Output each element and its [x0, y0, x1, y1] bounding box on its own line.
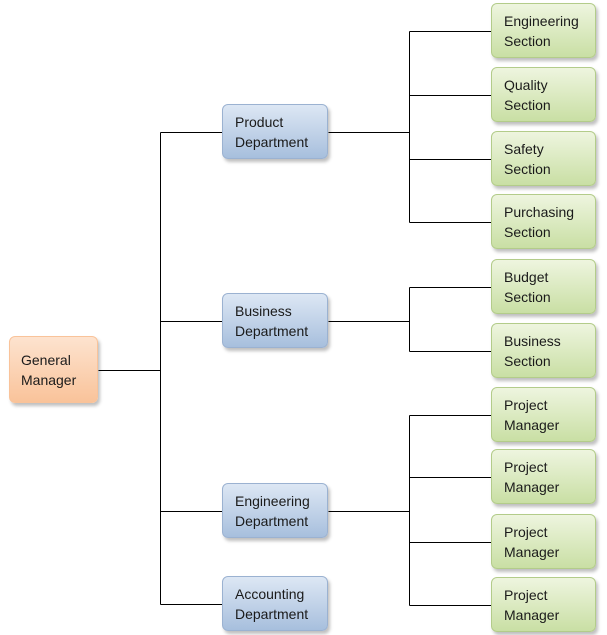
- node-budget-section[interactable]: BudgetSection: [491, 259, 596, 314]
- node-label: EngineeringSection: [504, 12, 579, 49]
- node-label: EngineeringDepartment: [235, 492, 310, 529]
- node-project-manager-2[interactable]: ProjectManager: [491, 449, 596, 504]
- node-label: ProjectManager: [504, 396, 560, 433]
- node-accounting-department[interactable]: AccountingDepartment: [222, 576, 328, 631]
- node-project-manager-4[interactable]: ProjectManager: [491, 577, 596, 632]
- node-label: BusinessDepartment: [235, 302, 309, 339]
- node-label: PurchasingSection: [504, 203, 575, 240]
- node-label: ProjectManager: [504, 523, 560, 560]
- node-label: QualitySection: [504, 76, 551, 113]
- node-quality-section[interactable]: QualitySection: [491, 67, 596, 122]
- node-label: ProjectManager: [504, 586, 560, 623]
- node-safety-section[interactable]: SafetySection: [491, 131, 596, 186]
- node-project-manager-3[interactable]: ProjectManager: [491, 514, 596, 569]
- node-general-manager[interactable]: GeneralManager: [9, 336, 98, 403]
- node-engineering-department[interactable]: EngineeringDepartment: [222, 483, 328, 538]
- node-label: AccountingDepartment: [235, 585, 309, 622]
- node-label: BudgetSection: [504, 268, 551, 305]
- node-business-section[interactable]: BusinessSection: [491, 323, 596, 378]
- node-product-department[interactable]: ProductDepartment: [222, 104, 328, 159]
- node-label: ProjectManager: [504, 458, 560, 495]
- node-business-department[interactable]: BusinessDepartment: [222, 293, 328, 348]
- node-engineering-section[interactable]: EngineeringSection: [491, 3, 596, 58]
- node-label: BusinessSection: [504, 332, 561, 369]
- node-project-manager-1[interactable]: ProjectManager: [491, 387, 596, 442]
- node-purchasing-section[interactable]: PurchasingSection: [491, 194, 596, 249]
- node-label: ProductDepartment: [235, 113, 309, 150]
- node-label: SafetySection: [504, 140, 551, 177]
- node-label: GeneralManager: [21, 351, 77, 388]
